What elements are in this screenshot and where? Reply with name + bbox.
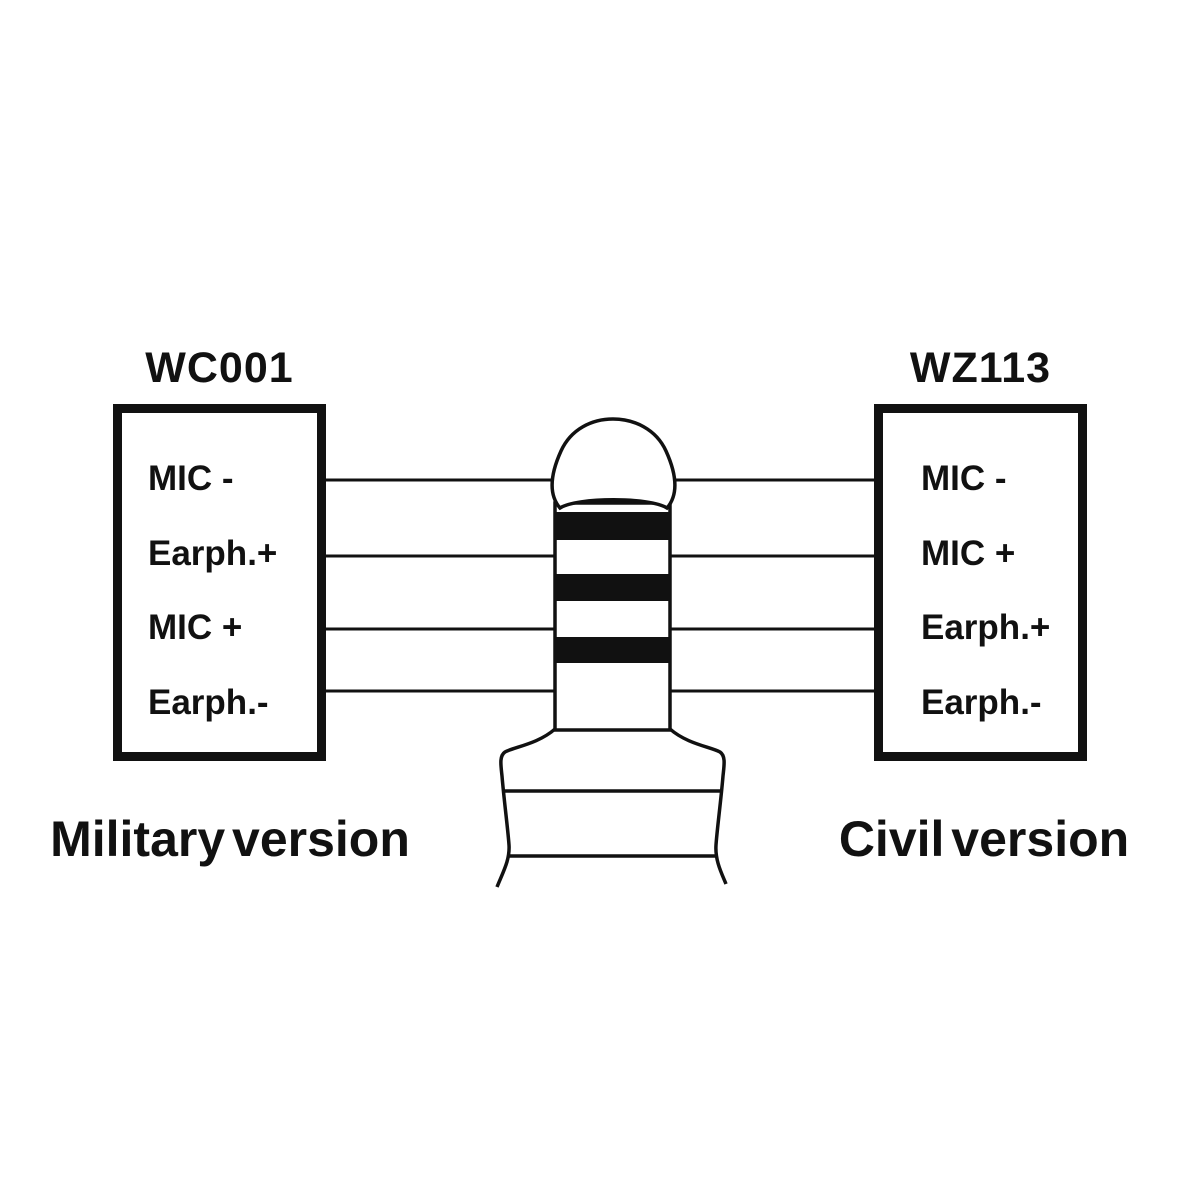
left-pin-mic-minus: MIC - [148,459,234,498]
left-pin-earph-plus: Earph.+ [148,534,278,573]
right-pin-mic-plus: MIC + [921,534,1016,573]
left-connector-title: WC001 [145,344,294,392]
plug-tip [550,417,677,511]
left-pin-mic-plus: MIC + [148,608,243,647]
plug-body-left-outline [495,727,557,888]
right-version-caption: Civil version [838,811,1130,867]
left-wires [325,478,566,693]
left-connector-box [113,404,326,761]
right-pin-mic-minus: MIC - [921,459,1007,498]
left-version-caption: Military version [50,811,410,867]
plug-band-1 [553,512,672,540]
plug-insulation-bands [553,512,672,663]
right-connector-box [874,404,1087,761]
plug-band-3 [553,637,672,663]
plug-body [495,727,728,888]
left-pin-earph-minus: Earph.- [148,683,269,722]
right-pin-earph-minus: Earph.- [921,683,1042,722]
plug-shaft [553,501,672,732]
plug-body-right-outline [668,727,728,885]
right-connector-title: WZ113 [909,344,1052,392]
plug-band-2 [553,574,672,601]
right-wires [668,478,876,693]
right-pin-earph-plus: Earph.+ [921,608,1051,647]
